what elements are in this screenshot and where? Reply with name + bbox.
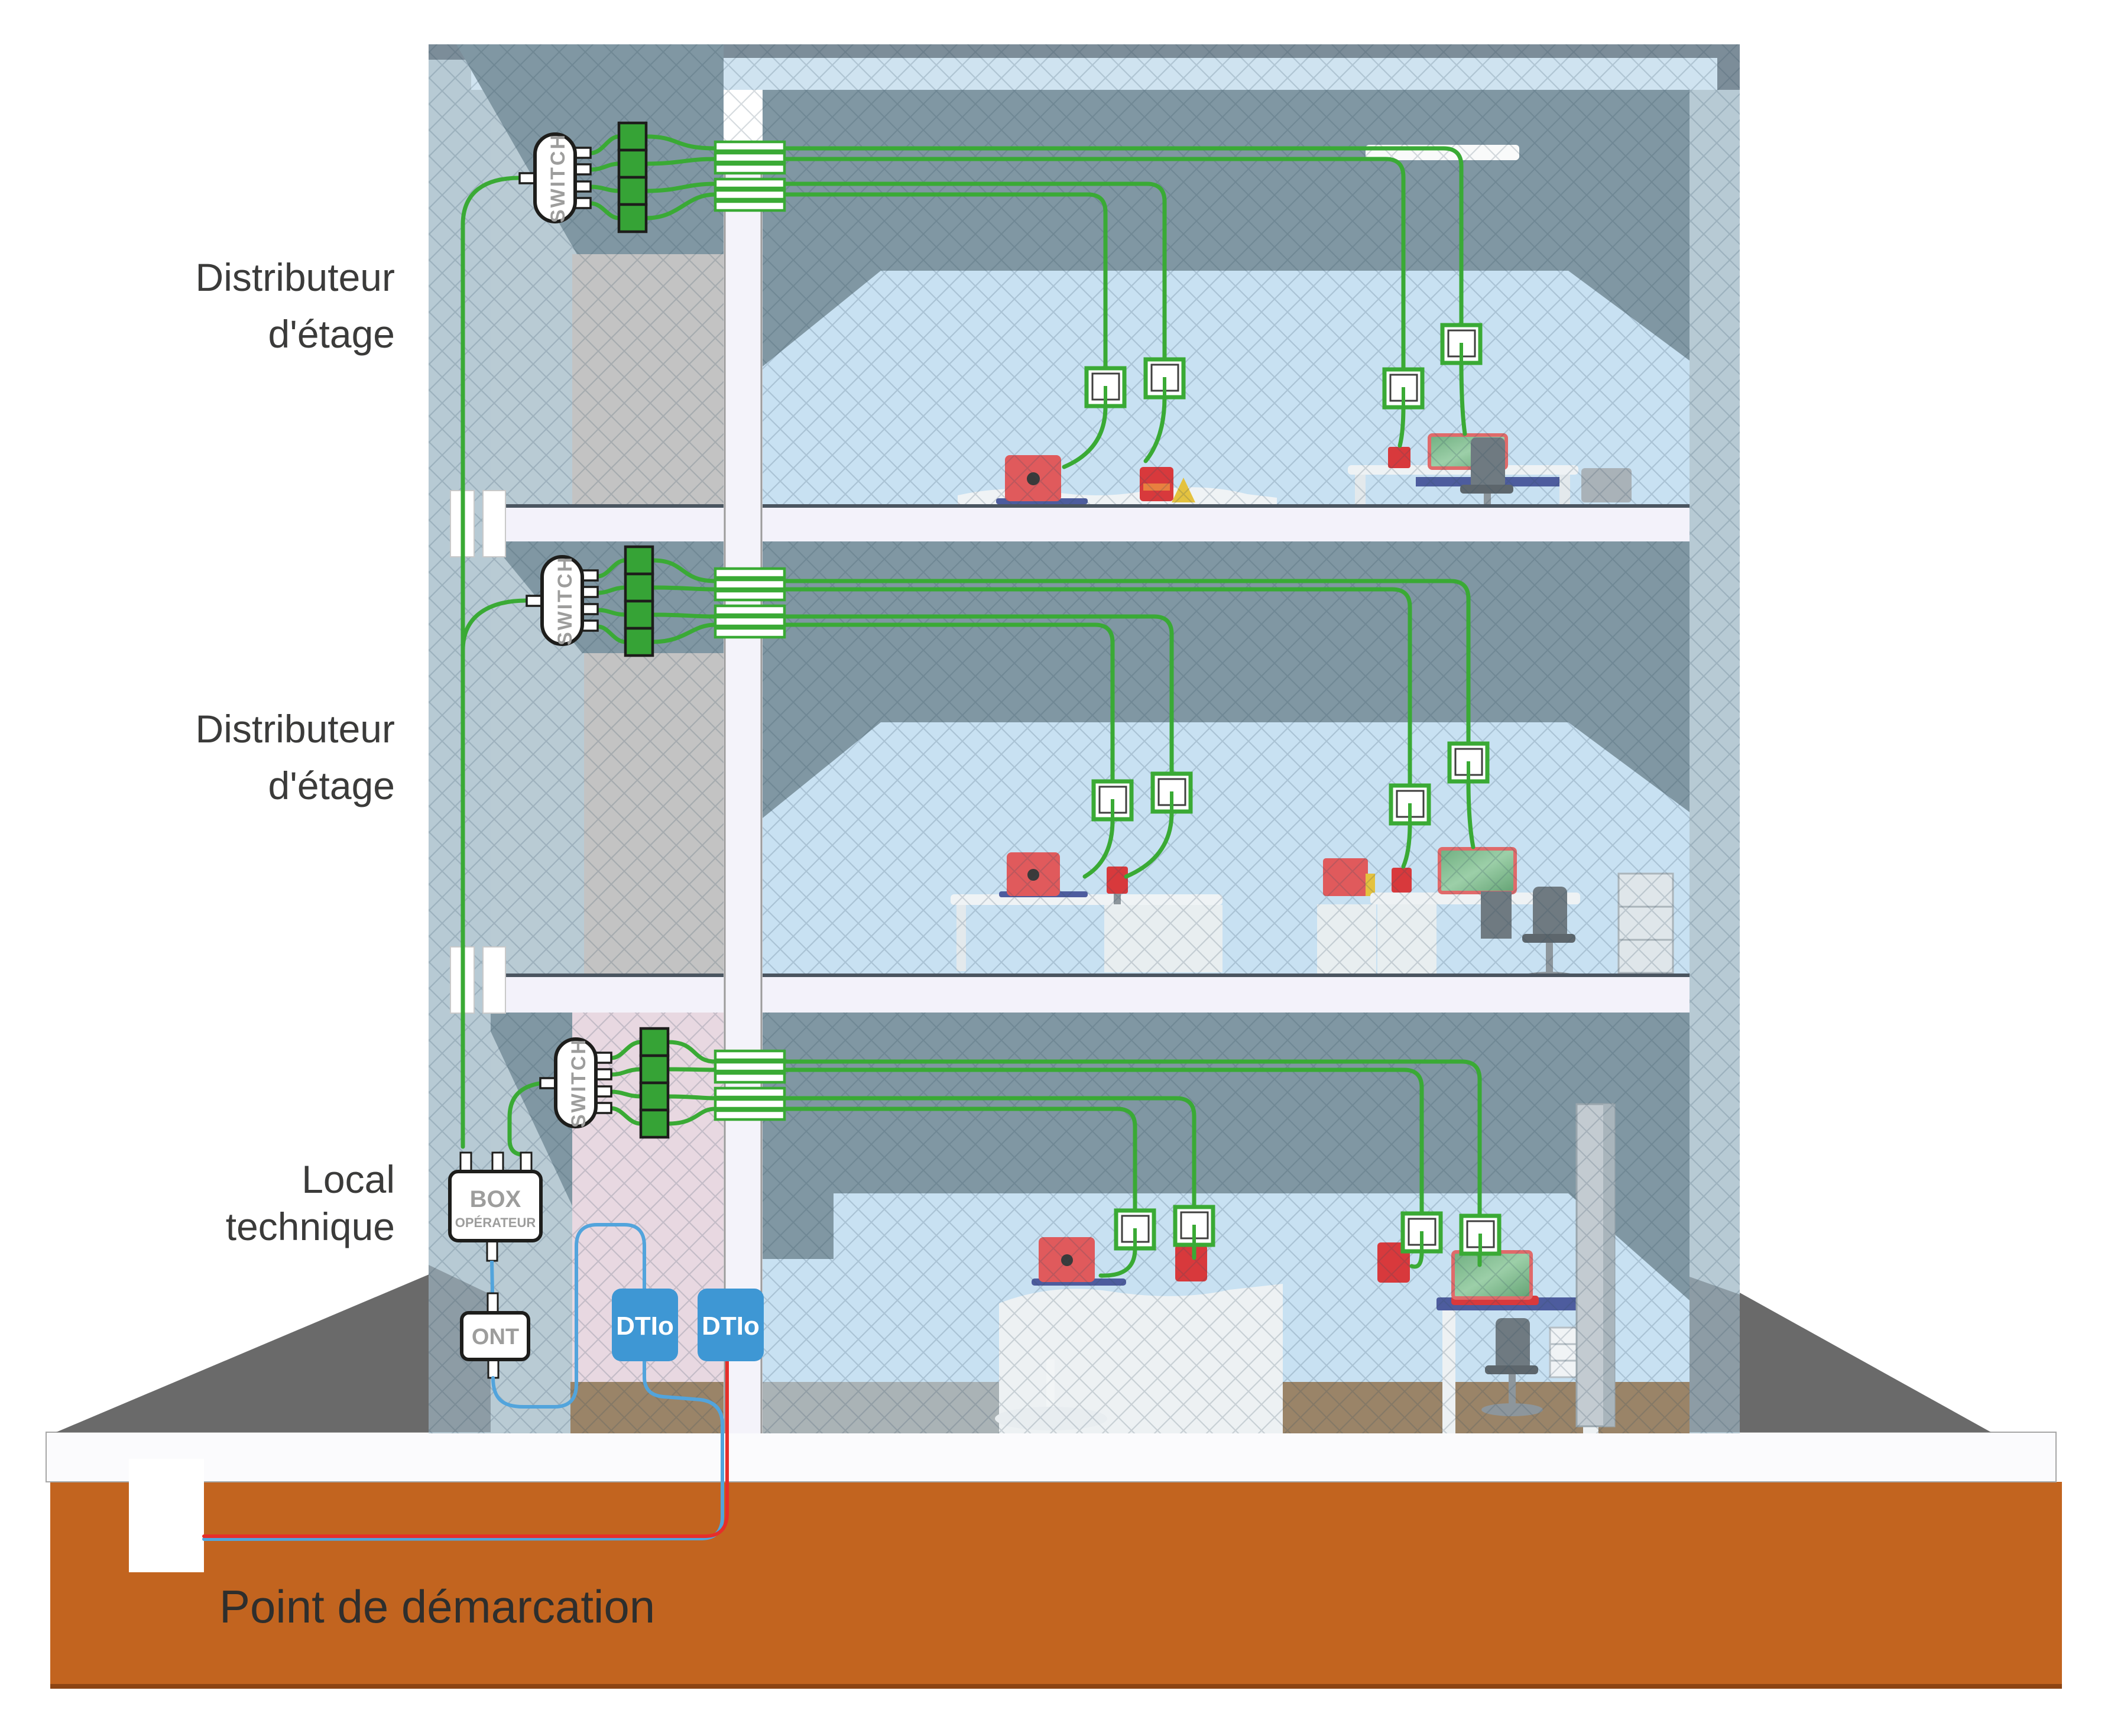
- run-to-outlet: [782, 146, 1464, 327]
- outlet-device-cord: [1466, 778, 1476, 849]
- switch-ground-label: SWITCH: [568, 1038, 590, 1128]
- patch-stack-mid: [625, 547, 653, 656]
- outlet-ground-left-2: [1175, 1207, 1213, 1245]
- slab2-edge: [491, 974, 1690, 977]
- outlet-device-cord: [1459, 359, 1467, 436]
- cabling-top-floor: [461, 134, 1467, 1149]
- outlet-top-left-2: [1146, 359, 1183, 397]
- distributor-top-label-2: d'étage: [268, 312, 395, 356]
- slab2: [491, 977, 1690, 1013]
- distribution-equipment: SWITCH SWITCH SWITCH: [520, 123, 784, 1137]
- red-trench-cable: [202, 1359, 729, 1538]
- distributor-mid-label-1: Distributeur: [196, 707, 395, 751]
- dtio-left-label: DTIo: [616, 1312, 674, 1341]
- dtio-right-label: DTIo: [702, 1312, 760, 1341]
- slab1: [491, 508, 1690, 541]
- run-to-outlet: [782, 579, 1471, 746]
- outlet-ground-right-2: [1461, 1216, 1499, 1254]
- outlet-mid-left-1: [1094, 781, 1131, 819]
- cabling-ground-floor: [507, 1040, 1482, 1278]
- technical-room-label-2: technique: [226, 1205, 395, 1248]
- dtio-boxes: DTIo DTIo: [612, 1289, 764, 1361]
- street-duct: [129, 1459, 204, 1572]
- slab1-edge: [491, 504, 1690, 508]
- run-to-outlet: [782, 614, 1174, 776]
- outlet-device-cord: [1124, 810, 1174, 879]
- earth-bottom-edge: [50, 1684, 2062, 1689]
- outlet-device-cord: [1082, 818, 1115, 879]
- ont-box: [460, 1311, 530, 1361]
- run-to-outlet: [782, 192, 1108, 371]
- outlet-mid-left-2: [1153, 774, 1191, 812]
- operator-equipment: BOX OPÉRATEUR ONT: [448, 1151, 543, 1379]
- patch-stack-ground: [641, 1028, 668, 1137]
- run-to-outlet: [782, 1107, 1137, 1213]
- outlet-device-cord: [1401, 821, 1412, 869]
- outlet-device-cord: [1409, 1250, 1424, 1269]
- earth-ground: [50, 1482, 2062, 1686]
- run-to-outlet: [782, 157, 1406, 372]
- operator-box-label2: OPÉRATEUR: [455, 1215, 536, 1230]
- ont-to-dtio-cable: [491, 1223, 646, 1409]
- run-to-outlet: [782, 587, 1412, 788]
- run-to-outlet: [782, 181, 1167, 362]
- outlet-ground-right-1: [1403, 1213, 1441, 1251]
- outlet-mid-right-2: [1449, 744, 1487, 781]
- side-labels: Distributeur d'étage Distributeur d'étag…: [196, 255, 395, 1248]
- outlet-device-cord: [1397, 404, 1406, 448]
- distributor-top-label-1: Distributeur: [196, 255, 395, 299]
- outlet-device-cord: [1143, 395, 1167, 463]
- dtio-right-box: [698, 1289, 764, 1361]
- outlet-top-right-1: [1384, 369, 1422, 407]
- operator-box: [448, 1170, 543, 1242]
- ont-label: ONT: [472, 1325, 519, 1349]
- foundation-slab: [46, 1432, 2057, 1482]
- right-berm: [1740, 1293, 1991, 1432]
- run-to-outlet: [782, 1059, 1482, 1218]
- drop-cables: [202, 1223, 729, 1541]
- run-to-outlet: [782, 1096, 1196, 1209]
- outlet-top-left-1: [1087, 368, 1124, 406]
- patch-stack-top: [619, 123, 646, 232]
- outlet-mid-right-1: [1391, 786, 1429, 823]
- switch-top-label: SWITCH: [547, 133, 569, 223]
- outlet-ground-left-1: [1116, 1211, 1154, 1248]
- dtio-left-box: [612, 1289, 678, 1361]
- crosshatch-texture: [429, 44, 1740, 1433]
- technical-room-label-1: Local: [301, 1157, 395, 1201]
- operator-box-label1: BOX: [470, 1186, 521, 1212]
- structure-overlays: [450, 150, 1690, 1433]
- outlet-device-cord: [1098, 1247, 1137, 1278]
- left-berm: [56, 1271, 437, 1432]
- distributor-mid-label-2: d'étage: [268, 764, 395, 807]
- outlet-top-right-2: [1442, 325, 1480, 363]
- riser-cable-green: [461, 176, 522, 1149]
- underground-section: Point de démarcation: [46, 1432, 2062, 1689]
- column: [724, 150, 763, 1433]
- run-to-outlet: [782, 622, 1115, 784]
- switch-mid-label: SWITCH: [554, 556, 576, 645]
- switch-to-box-cable: [507, 1080, 557, 1157]
- run-to-outlet: [782, 1067, 1424, 1216]
- outlet-device-cord: [1062, 404, 1108, 469]
- demarcation-label: Point de démarcation: [219, 1581, 655, 1633]
- cabling-mid-floor: [461, 558, 1476, 879]
